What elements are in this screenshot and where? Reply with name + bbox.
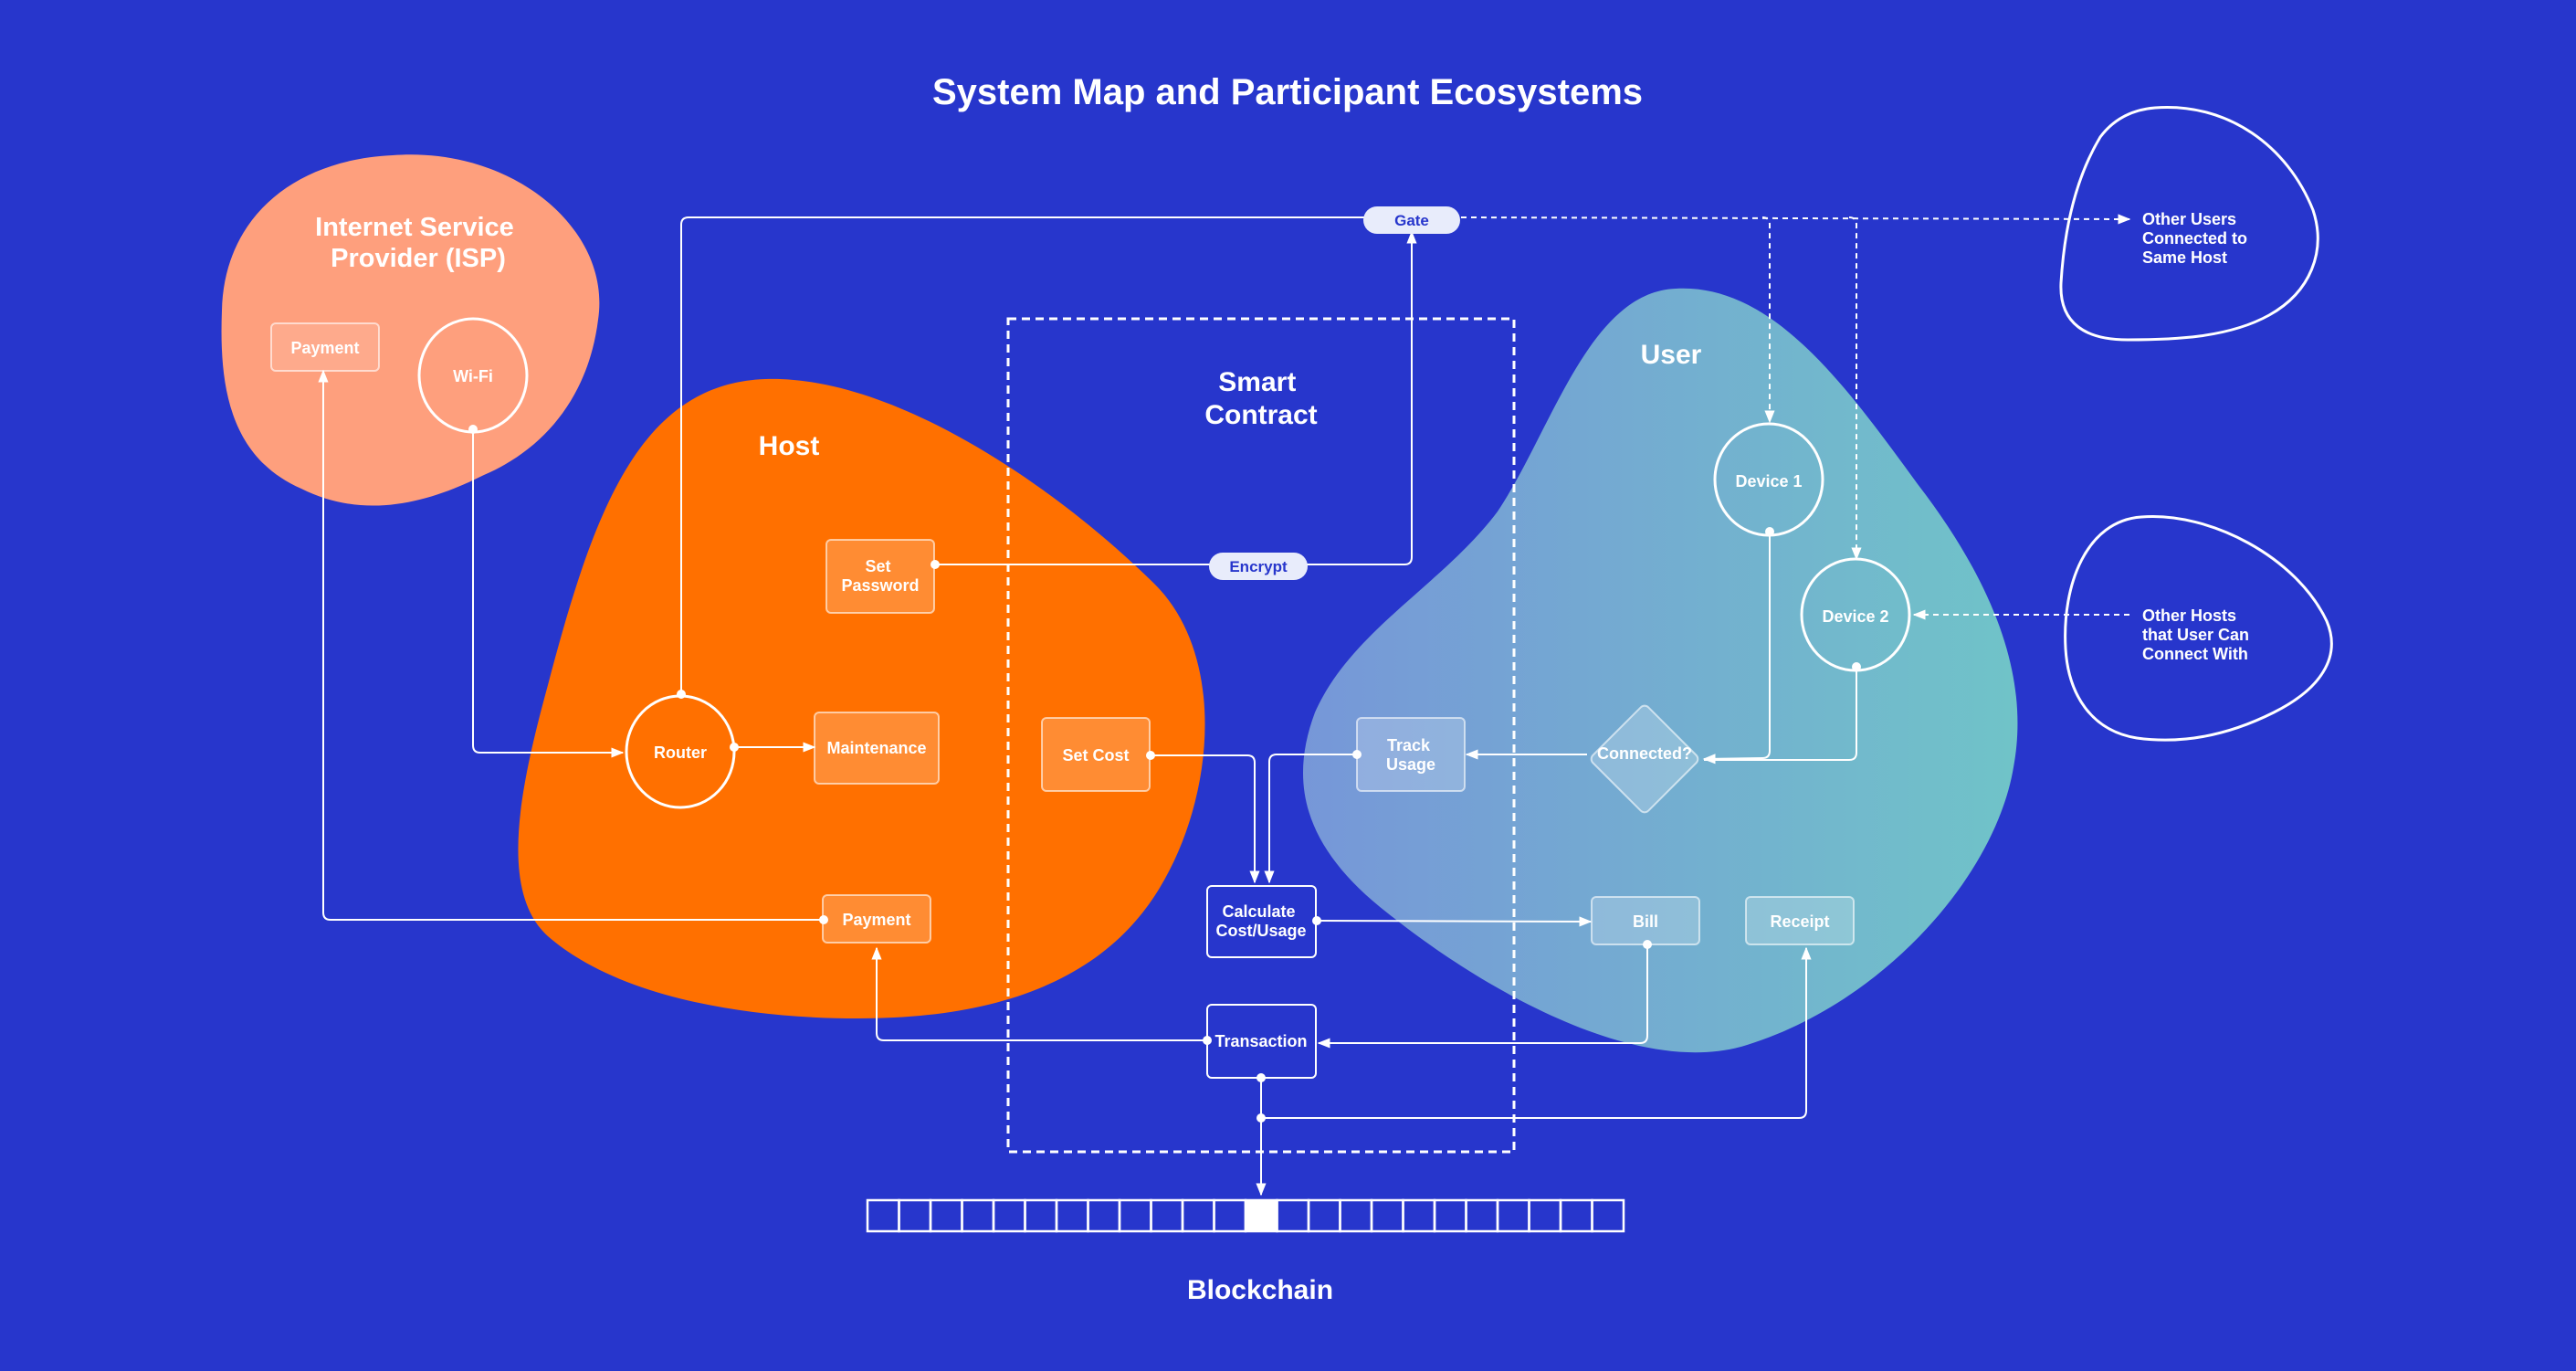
page-title: System Map and Participant Ecosystems — [932, 72, 1643, 112]
gate-pill — [1363, 206, 1460, 234]
connectors — [318, 214, 2131, 1197]
bill-to-transaction-line — [1317, 944, 1648, 1049]
gate-to-device1-line — [1761, 216, 1775, 424]
gate-to-other-users-line — [1460, 214, 2131, 225]
device1-node — [1713, 422, 1824, 537]
device2-node — [1800, 557, 1911, 672]
set-cost-box — [1041, 717, 1151, 792]
track-usage-line1: Track — [1387, 736, 1431, 754]
host-payment-label: Payment — [842, 911, 910, 929]
device1-to-connected-line — [1702, 532, 1771, 765]
calculate-to-bill-line — [1316, 916, 1593, 927]
user-region-title: User — [1641, 340, 1702, 370]
connected-label: Connected? — [1597, 744, 1692, 763]
blockchain-block — [1591, 1198, 1625, 1233]
setcost-to-calculate-line — [1151, 754, 1260, 884]
gate-to-device2-line — [1848, 216, 1862, 561]
bill-label: Bill — [1633, 912, 1658, 931]
blockchain-block-current — [1244, 1198, 1278, 1233]
isp-payment-box — [270, 322, 380, 372]
isp-region — [221, 154, 600, 506]
track-usage-line2: Usage — [1386, 755, 1435, 774]
host-region-title: Host — [759, 431, 820, 461]
smart-contract-line1: Smart — [1218, 367, 1296, 397]
transaction-to-receipt-line — [1260, 946, 1812, 1119]
wifi-label: Wi-Fi — [453, 367, 493, 385]
isp-title-line1: Internet Service — [315, 213, 514, 242]
blockchain-blocks — [866, 1198, 1625, 1233]
password-to-gate-line — [935, 230, 1417, 565]
other-users-line3: Same Host — [2142, 248, 2227, 267]
set-password-line2: Password — [841, 576, 919, 595]
maintenance-box — [814, 712, 940, 785]
calculate-box — [1206, 885, 1317, 958]
host-region — [518, 378, 1205, 1019]
isp-title-line2: Provider (ISP) — [331, 244, 506, 273]
other-hosts-line2: that User Can — [2142, 626, 2249, 644]
smart-contract-title: Smart Contract — [1204, 367, 1317, 430]
wifi-node — [417, 317, 529, 434]
router-label: Router — [654, 744, 707, 762]
transaction-label: Transaction — [1214, 1032, 1307, 1050]
dot — [1256, 1113, 1266, 1123]
isp-payment-label: Payment — [290, 339, 359, 357]
payment-to-isp-line — [318, 369, 824, 921]
encrypt-pill — [1209, 553, 1308, 580]
other-hosts-line3: Connect With — [2142, 645, 2248, 663]
receipt-label: Receipt — [1770, 912, 1829, 931]
calculate-line2: Cost/Usage — [1215, 922, 1306, 940]
other-hosts-label: Other Hosts that User Can Connect With — [2142, 606, 2254, 663]
calculate-line1: Calculate — [1222, 902, 1295, 921]
gate-label: Gate — [1394, 212, 1429, 229]
bill-box — [1591, 896, 1700, 945]
device2-to-connected-line — [1704, 667, 1857, 761]
other-users-line2: Connected to — [2142, 229, 2247, 248]
other-hosts-line1: Other Hosts — [2142, 606, 2236, 625]
device2-label: Device 2 — [1822, 607, 1888, 626]
set-cost-label: Set Cost — [1062, 746, 1129, 765]
maintenance-label: Maintenance — [826, 739, 926, 757]
router-to-gate-line — [680, 216, 1365, 694]
track-usage-label: Track Usage — [1386, 736, 1435, 774]
router-node — [625, 694, 736, 809]
host-payment-box — [822, 894, 931, 944]
blockchain-label: Blockchain — [1187, 1275, 1333, 1305]
wifi-to-router-line — [472, 429, 625, 758]
isp-region-title: Internet Service Provider (ISP) — [315, 213, 521, 273]
transaction-box — [1206, 1004, 1317, 1079]
other-users-region — [2059, 106, 2319, 342]
set-password-label: Set Password — [841, 557, 919, 595]
track-to-calculate-line — [1264, 754, 1357, 884]
other-users-label: Other Users Connected to Same Host — [2142, 210, 2252, 267]
receipt-box — [1745, 896, 1855, 945]
user-region — [1302, 288, 2018, 1053]
set-password-box — [825, 539, 935, 614]
other-users-line1: Other Users — [2142, 210, 2236, 228]
set-password-line1: Set — [865, 557, 890, 575]
transaction-to-payment-line — [871, 946, 1207, 1041]
device1-label: Device 1 — [1735, 472, 1802, 490]
connected-decision — [1590, 704, 1699, 814]
encrypt-label: Encrypt — [1229, 558, 1288, 575]
calculate-label: Calculate Cost/Usage — [1215, 902, 1306, 940]
smart-contract-line2: Contract — [1204, 400, 1317, 430]
track-usage-box — [1356, 717, 1466, 792]
